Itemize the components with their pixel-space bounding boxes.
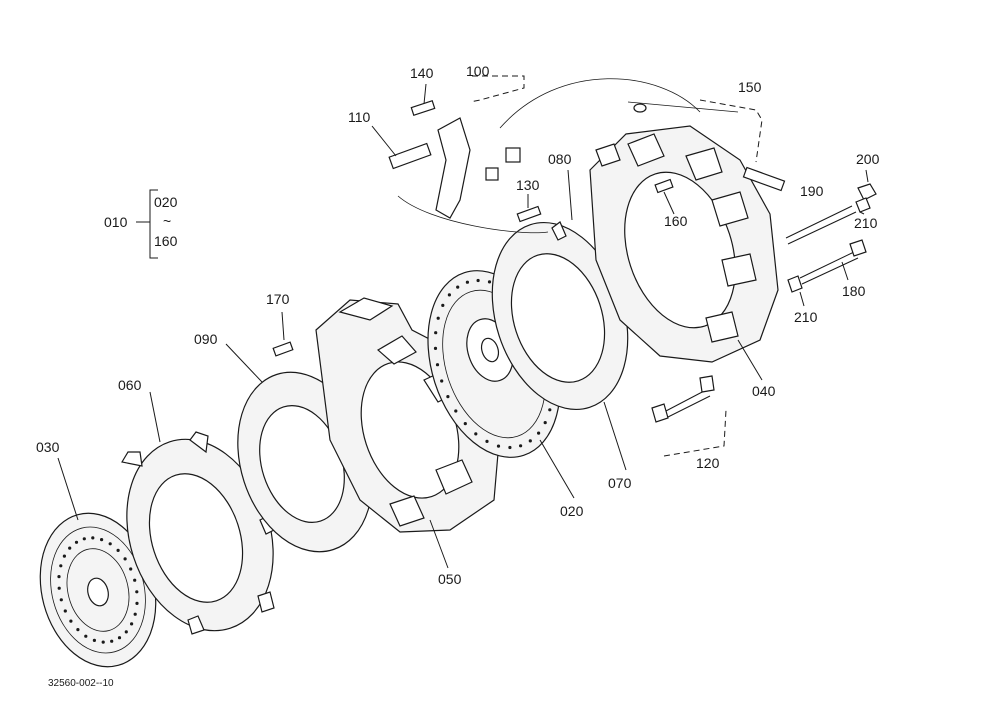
- rivet: [487, 280, 492, 284]
- rivet: [135, 601, 139, 606]
- callout-010: 010: [104, 214, 128, 230]
- pin-130: [516, 194, 542, 223]
- callout-030: 030: [36, 439, 60, 455]
- callout-060: 060: [118, 377, 142, 393]
- bolt-180: [787, 239, 867, 307]
- rivet: [456, 285, 460, 289]
- callout-200: 200: [856, 151, 880, 167]
- pin-170: [272, 311, 294, 357]
- rivet: [59, 564, 63, 568]
- rivet: [100, 538, 104, 542]
- assembly-group-010: 010 020 ~ 160: [104, 189, 178, 259]
- callout-180: 180: [842, 283, 866, 299]
- callout-210b: 210: [794, 309, 818, 325]
- callout-210a: 210: [854, 215, 878, 231]
- rivet: [129, 567, 133, 571]
- callout-080: 080: [548, 151, 572, 167]
- callout-020-group: 020: [154, 194, 178, 210]
- part-080: [551, 169, 573, 241]
- callout-090: 090: [194, 331, 218, 347]
- rivet: [76, 628, 80, 632]
- rivet: [543, 421, 547, 425]
- rivet: [433, 346, 438, 350]
- callout-100: 100: [466, 63, 490, 79]
- rivet: [133, 612, 137, 616]
- rivet: [133, 578, 137, 582]
- rivet: [485, 439, 489, 443]
- rivet: [110, 639, 114, 643]
- rivet: [519, 444, 523, 448]
- figure-code: 32560-002--10: [48, 678, 114, 689]
- rivet: [117, 636, 122, 640]
- rivet: [108, 542, 112, 546]
- rivet: [123, 557, 127, 561]
- rivet: [465, 280, 469, 284]
- callout-160-group: 160: [154, 233, 178, 249]
- rivet: [135, 590, 139, 594]
- rivet: [68, 546, 72, 550]
- rivet: [496, 444, 501, 448]
- callout-070: 070: [608, 475, 632, 491]
- rivet: [57, 575, 61, 579]
- callout-120: 120: [696, 455, 720, 471]
- rivet: [528, 439, 532, 443]
- callout-020: 020: [560, 503, 584, 519]
- rivet: [454, 409, 458, 413]
- rivet: [92, 638, 96, 643]
- rivet: [91, 536, 95, 540]
- rivet: [435, 363, 440, 367]
- rivet: [74, 540, 79, 544]
- callout-040: 040: [752, 383, 776, 399]
- part-160: [654, 178, 675, 215]
- bolt-190: [785, 169, 877, 245]
- callout-130: 130: [516, 177, 540, 193]
- rivet: [463, 422, 467, 426]
- rivet: [130, 622, 134, 626]
- rivet: [124, 630, 128, 634]
- callout-190: 190: [800, 183, 824, 199]
- rivet: [447, 293, 451, 297]
- release-lever-group: [371, 75, 701, 234]
- rivet: [440, 379, 444, 383]
- rivet: [446, 395, 450, 399]
- bolt-120: [651, 375, 727, 457]
- back-plate-060: [121, 391, 279, 635]
- callout-150: 150: [738, 79, 762, 95]
- callout-110: 110: [348, 109, 371, 125]
- rivet: [59, 598, 63, 602]
- rivet: [441, 303, 445, 307]
- rivet: [69, 619, 73, 623]
- callout-140: 140: [410, 65, 434, 81]
- rivet: [57, 586, 61, 590]
- rivet: [476, 278, 480, 283]
- clutch-housing-040: [589, 125, 779, 381]
- part-150-group: [627, 99, 786, 192]
- rivet: [101, 640, 105, 644]
- rivet: [508, 445, 512, 450]
- rivet: [84, 634, 88, 638]
- callout-160: 160: [664, 213, 688, 229]
- rivet: [116, 548, 120, 553]
- callout-050: 050: [438, 571, 462, 587]
- rivet: [62, 554, 66, 558]
- callout-170: 170: [266, 291, 290, 307]
- rivet: [548, 408, 552, 412]
- disc-030-rivets: [57, 536, 139, 644]
- rivet: [82, 537, 86, 541]
- rivet: [537, 431, 541, 435]
- rivet: [436, 316, 440, 320]
- rivet: [434, 331, 438, 335]
- rivet: [474, 432, 478, 436]
- rivet: [63, 609, 67, 613]
- flywheel-ring-070: [491, 221, 629, 471]
- group-tilde: ~: [163, 213, 171, 229]
